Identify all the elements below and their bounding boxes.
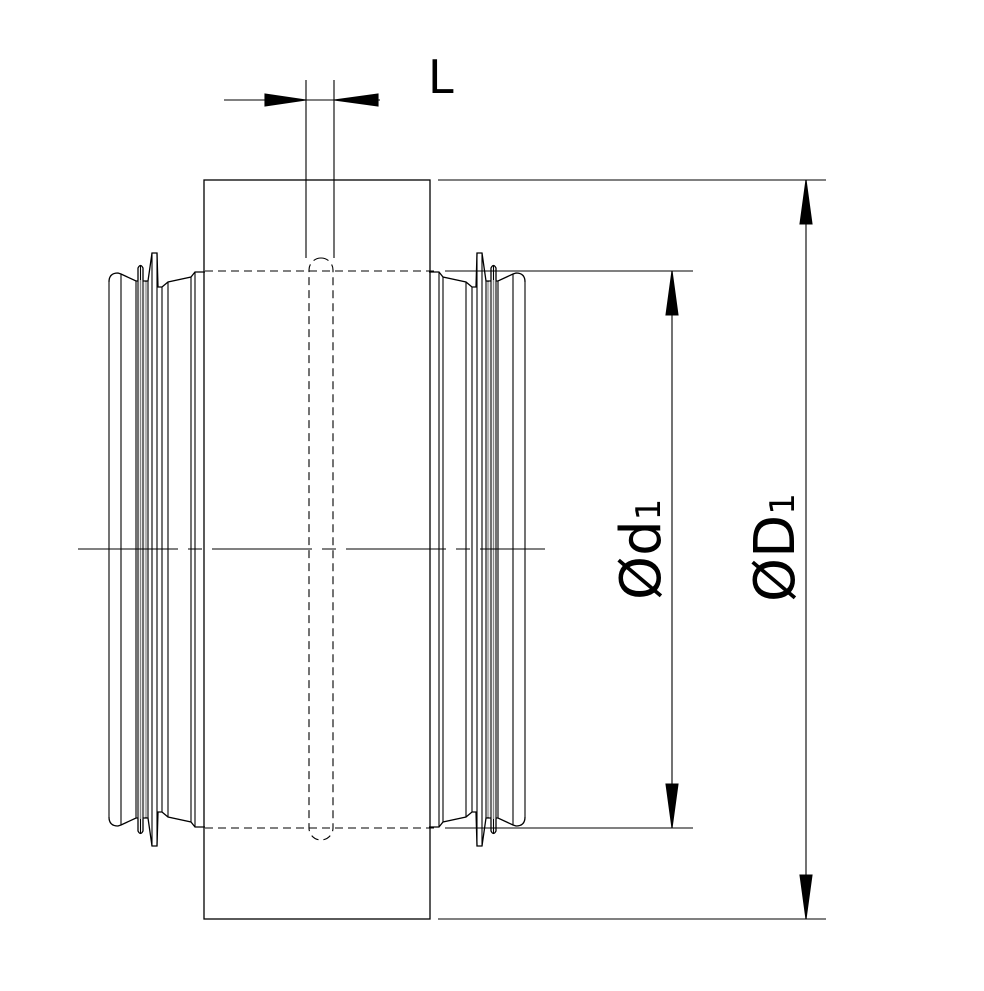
hidden-inner-tube [205, 257, 437, 841]
dimension-L [224, 80, 380, 258]
dimension-d1 [445, 270, 693, 829]
label-D1: ØD1 [743, 493, 808, 602]
label-d1: Ød1 [609, 499, 674, 600]
label-L: L [428, 50, 454, 104]
dimension-D1 [438, 179, 826, 920]
